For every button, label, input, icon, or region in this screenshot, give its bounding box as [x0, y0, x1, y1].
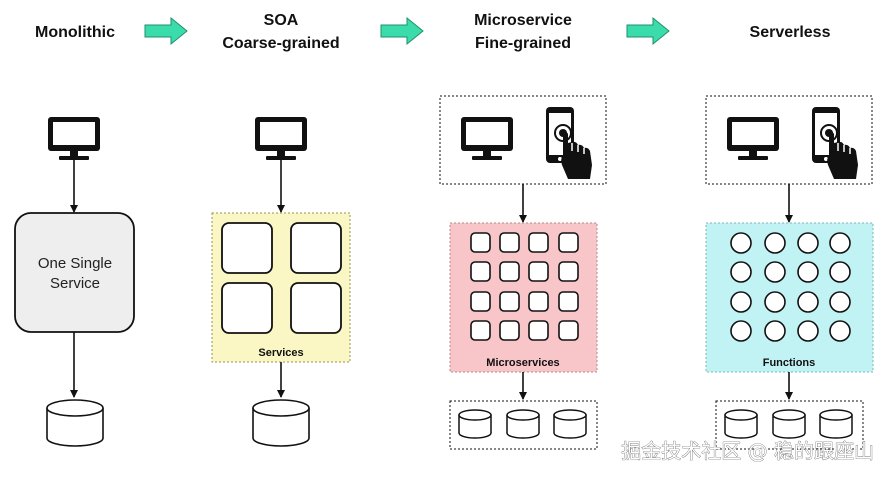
monitor-icon: [48, 117, 100, 160]
next-arrow-icon: [380, 17, 424, 45]
database-icon: [46, 399, 104, 447]
stage-title-serverless: Serverless: [750, 24, 831, 41]
database-icon: [252, 399, 310, 447]
microservice-blocks: [470, 232, 579, 341]
single-service-label: One Single: [38, 255, 112, 272]
database-icon: [724, 409, 758, 439]
watermark-text: 掘金技术社区 @ 稳的跟座山: [621, 439, 874, 463]
next-arrow-icon: [626, 17, 670, 45]
service-block: [221, 222, 273, 274]
database-icon: [506, 409, 540, 439]
microservices-label: Microservices: [486, 357, 559, 369]
stage-title-monolithic: Monolithic: [35, 24, 115, 41]
single-service-box: [14, 212, 135, 333]
monitor-icon: [255, 117, 307, 160]
functions-label: Functions: [763, 357, 816, 369]
database-icon: [553, 409, 587, 439]
service-block: [290, 222, 342, 274]
stage-title-soa: SOA: [264, 12, 299, 29]
single-service-label-2: Service: [50, 275, 100, 292]
next-arrow-icon: [144, 17, 188, 45]
database-icon: [819, 409, 853, 439]
stage-subtitle-soa: Coarse-grained: [222, 35, 339, 52]
service-block: [221, 282, 273, 334]
stage-title-microservice: Microservice: [474, 12, 572, 29]
services-label: Services: [258, 347, 303, 359]
stage-subtitle-microservice: Fine-grained: [475, 35, 571, 52]
service-blocks: [221, 222, 342, 334]
database-icon: [458, 409, 492, 439]
service-block: [290, 282, 342, 334]
database-icon: [772, 409, 806, 439]
function-circles: [730, 232, 851, 342]
